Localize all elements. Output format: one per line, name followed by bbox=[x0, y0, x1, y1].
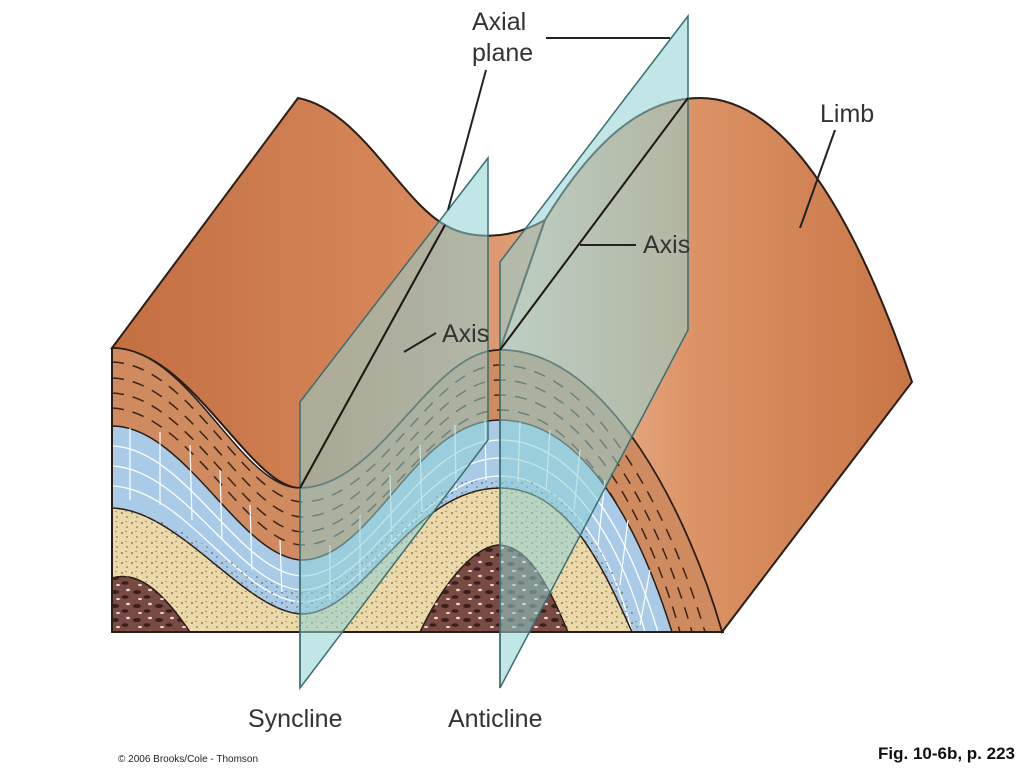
limb-label: Limb bbox=[820, 100, 874, 128]
axis-upper-label: Axis bbox=[643, 231, 690, 259]
anticline-label: Anticline bbox=[448, 705, 543, 733]
axial-plane-label-2: plane bbox=[472, 39, 533, 67]
axis-lower-leader bbox=[403, 332, 437, 353]
copyright-credit: © 2006 Brooks/Cole - Thomson bbox=[118, 754, 258, 765]
limb-leader bbox=[799, 129, 836, 229]
anticline-axis-line bbox=[499, 97, 689, 351]
syncline-axis-line bbox=[299, 224, 446, 489]
conglomerate-left-pattern bbox=[112, 576, 190, 632]
figure-reference: Fig. 10-6b, p. 223 bbox=[878, 744, 1015, 763]
syncline-label: Syncline bbox=[248, 705, 343, 733]
axial-plane-label-1: Axial bbox=[472, 8, 526, 36]
axial-plane-leader-1 bbox=[447, 69, 487, 211]
axis-lower-label: Axis bbox=[442, 320, 489, 348]
